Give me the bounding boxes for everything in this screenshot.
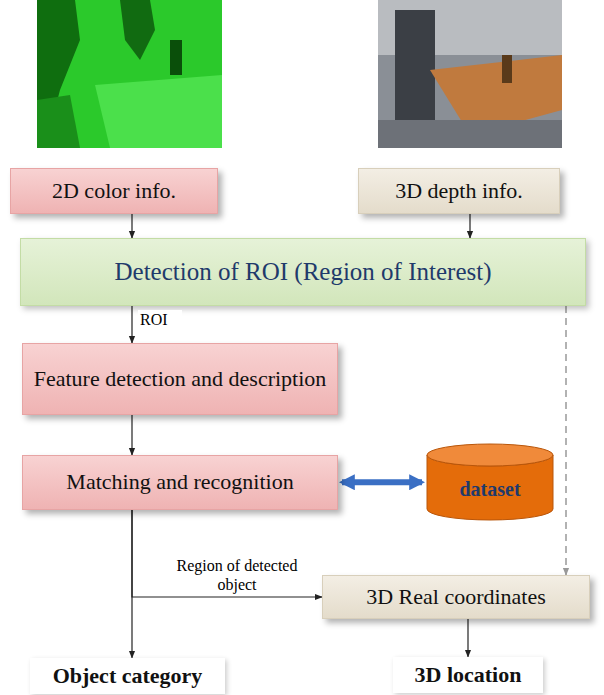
node-text: Object category xyxy=(53,663,203,689)
depth-bottle xyxy=(170,40,182,75)
dashed-connector xyxy=(565,306,567,575)
edge-label: ROI xyxy=(138,310,182,329)
process-box: Feature detection and description xyxy=(22,343,338,415)
connector xyxy=(131,306,132,343)
connector xyxy=(131,415,132,455)
process-box: 3D Real coordinates xyxy=(322,575,590,619)
depth-shade xyxy=(120,0,155,60)
color-photo xyxy=(378,0,562,148)
depth-table xyxy=(95,75,222,148)
input-box: 2D color info. xyxy=(10,168,218,214)
photo-floor xyxy=(378,120,562,148)
depth-shade xyxy=(37,95,80,148)
connector xyxy=(469,214,470,238)
photo-robot xyxy=(395,10,435,120)
depth-ground xyxy=(37,0,222,148)
connector xyxy=(467,619,468,657)
output-text: Object category xyxy=(30,658,225,694)
connector xyxy=(342,479,422,485)
edge-label: Region of detected object xyxy=(160,556,314,594)
node-text: 3D depth info. xyxy=(395,178,523,204)
photo-ground xyxy=(378,0,562,148)
node-text: dataset xyxy=(459,477,520,501)
connector xyxy=(131,214,132,238)
process-band: Detection of ROI (Region of Interest) xyxy=(20,238,586,306)
database-cylinder: dataset xyxy=(426,443,554,521)
depth-shade xyxy=(37,0,80,148)
node-text: 3D Real coordinates xyxy=(366,584,546,610)
connector xyxy=(132,510,322,597)
photo-bottle xyxy=(502,55,512,83)
node-text: Detection of ROI (Region of Interest) xyxy=(115,257,492,287)
node-text: 2D color info. xyxy=(52,178,176,204)
node-text: Matching and recognition xyxy=(66,469,293,495)
cylinder-top xyxy=(427,444,553,466)
input-box: 3D depth info. xyxy=(358,168,560,214)
node-text: 3D location xyxy=(415,662,522,688)
output-text: 3D location xyxy=(393,657,543,693)
process-box: Matching and recognition xyxy=(22,455,338,510)
depth-image xyxy=(37,0,222,148)
node-text: Feature detection and description xyxy=(34,366,327,392)
